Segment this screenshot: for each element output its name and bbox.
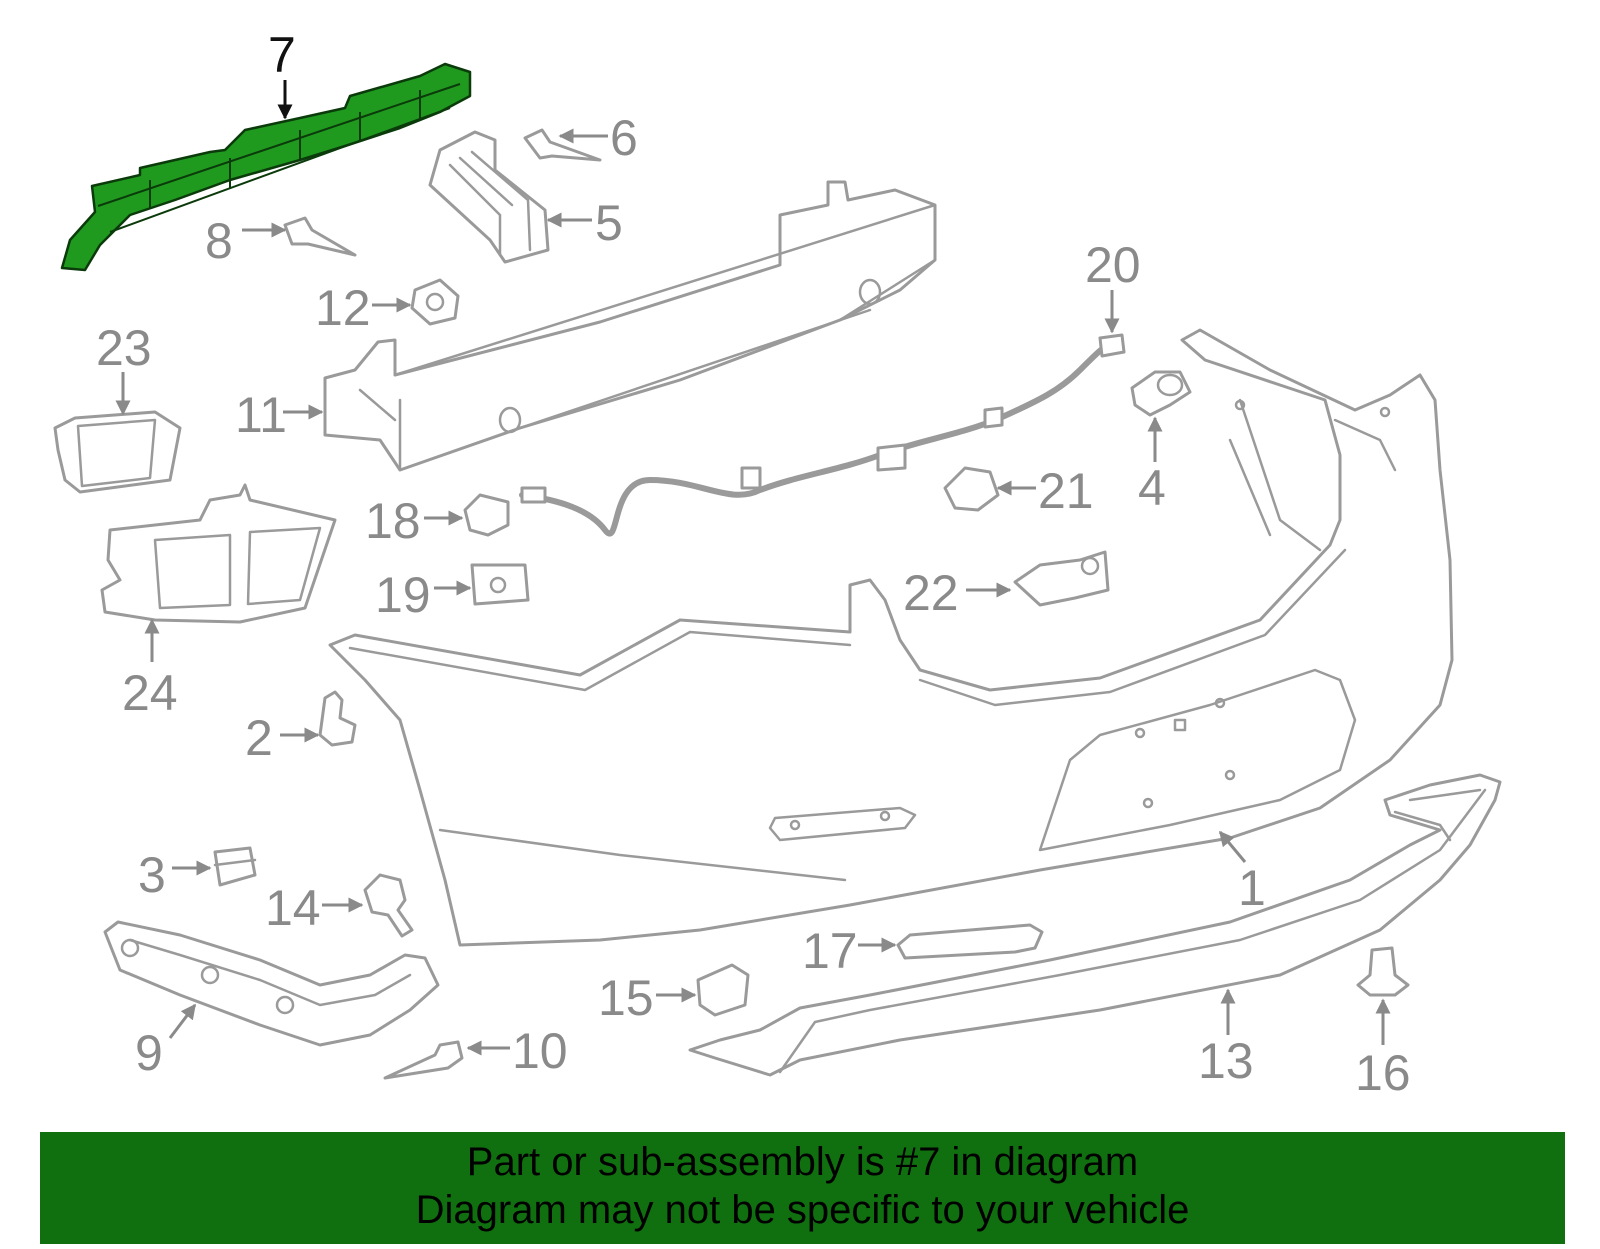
- info-banner: Part or sub-assembly is #7 in diagram Di…: [40, 1132, 1565, 1244]
- part-5-absorber-bracket[interactable]: [428, 130, 550, 264]
- part-22-sensor-bracket[interactable]: [1013, 550, 1110, 607]
- callout-4: 4: [1138, 460, 1166, 516]
- part-23-module[interactable]: [53, 410, 182, 494]
- part-7-bracket[interactable]: [60, 62, 472, 272]
- callout-7: 7: [268, 27, 296, 83]
- banner-line-2: Diagram may not be specific to your vehi…: [415, 1188, 1190, 1232]
- part-2-bolt[interactable]: [318, 690, 357, 747]
- part-14-screw[interactable]: [363, 873, 414, 938]
- callout-16: 16: [1355, 1045, 1411, 1101]
- callout-2: 2: [245, 710, 273, 766]
- callout-3: 3: [138, 847, 166, 903]
- callout-6: 6: [610, 110, 638, 166]
- callout-23: 23: [96, 320, 152, 376]
- part-21-grommet[interactable]: [943, 466, 1000, 512]
- callout-9: 9: [135, 1025, 163, 1081]
- part-4-sensor[interactable]: [1130, 370, 1192, 417]
- callout-22: 22: [903, 565, 959, 621]
- callout-19: 19: [375, 567, 431, 623]
- callout-13: 13: [1198, 1033, 1254, 1089]
- part-18-clip[interactable]: [463, 493, 510, 537]
- part-20-wiring-harness[interactable]: [519, 333, 1126, 537]
- part-1-bumper-fascia[interactable]: [328, 328, 1454, 947]
- part-3-clip[interactable]: [213, 846, 257, 887]
- callout-1: 1: [1238, 860, 1266, 916]
- callout-21: 21: [1038, 463, 1094, 519]
- part-17-reflector[interactable]: [896, 923, 1044, 960]
- part-9-lower-bracket[interactable]: [103, 920, 440, 1047]
- callout-12: 12: [315, 280, 371, 336]
- callout-17: 17: [802, 923, 858, 979]
- banner-line-1: Part or sub-assembly is #7 in diagram: [466, 1140, 1139, 1184]
- callout-8: 8: [205, 213, 233, 269]
- parts-diagram: 7 6 5 8 12 11 23 24: [53, 27, 1502, 1101]
- part-13-lower-valance[interactable]: [688, 773, 1502, 1077]
- callout-18: 18: [365, 493, 421, 549]
- part-8-push-pin[interactable]: [283, 216, 357, 257]
- part-19-sensor[interactable]: [470, 563, 530, 606]
- callout-15: 15: [598, 970, 654, 1026]
- part-6-push-pin[interactable]: [523, 128, 602, 162]
- callout-10: 10: [512, 1023, 568, 1079]
- callout-24: 24: [122, 665, 178, 721]
- part-10-push-pin[interactable]: [383, 1040, 464, 1080]
- part-11-impact-bar[interactable]: [323, 180, 937, 472]
- callout-5: 5: [595, 195, 623, 251]
- part-15-retainer[interactable]: [696, 963, 750, 1017]
- callout-20: 20: [1085, 237, 1141, 293]
- part-16-push-clip[interactable]: [1356, 946, 1410, 997]
- part-24-side-bracket[interactable]: [100, 483, 337, 624]
- callout-11: 11: [235, 387, 287, 443]
- part-12-nut[interactable]: [410, 278, 460, 326]
- callout-14: 14: [265, 880, 321, 936]
